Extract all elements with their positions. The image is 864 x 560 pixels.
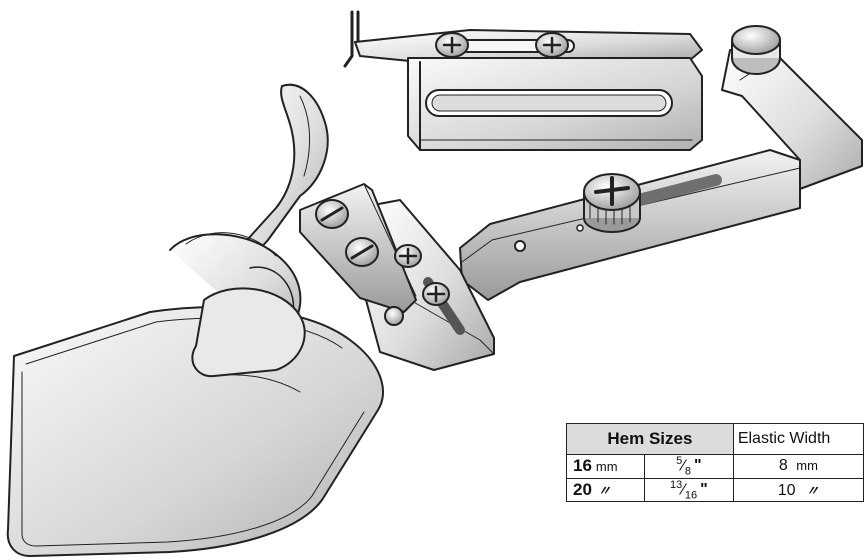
thumb-screw: [583, 173, 641, 233]
block-screw-top: [315, 199, 349, 229]
inch-mark: ": [694, 457, 702, 475]
inch-denominator: 8: [684, 465, 692, 478]
edge-guide-plate: [343, 10, 703, 151]
mm-value: 16: [573, 456, 592, 476]
upper-screw-left: [435, 32, 469, 58]
inch-cell: 13⁄16": [643, 477, 734, 503]
mm-value: 20: [573, 479, 592, 499]
mm-cell: 20 〃: [566, 477, 645, 503]
inch-denominator: 16: [684, 489, 698, 502]
table-header-row: Hem Sizes Elastic Width: [566, 423, 864, 455]
inch-slash: ⁄: [682, 457, 685, 475]
elastic-value: 8: [778, 457, 788, 475]
elastic-cell: 8 mm: [732, 454, 864, 479]
mm-unit: mm: [595, 459, 618, 475]
inner-scroll: [191, 287, 306, 393]
side-pin: [384, 306, 404, 326]
cross-screw-1: [394, 244, 422, 268]
inch-mark: ": [700, 480, 708, 498]
inch-numerator: 13: [669, 478, 683, 491]
mm-unit: 〃: [597, 482, 611, 498]
inch-slash: ⁄: [682, 480, 685, 498]
elastic-unit: 〃: [806, 482, 820, 498]
upper-screw-right: [535, 32, 569, 58]
elastic-value: 10: [777, 481, 796, 499]
table-row: 20 〃 13⁄16" 10 〃: [566, 477, 864, 503]
hem-sizes-header: Hem Sizes: [566, 423, 734, 455]
cross-screw-2: [422, 282, 450, 306]
inch-numerator: 5: [676, 455, 683, 467]
inch-cell: 5⁄8": [643, 454, 734, 479]
elastic-unit: mm: [796, 458, 818, 474]
block-screw-bottom: [345, 237, 379, 267]
elastic-width-header: Elastic Width: [732, 423, 864, 455]
pivot-knob: [731, 25, 781, 75]
elastic-cell: 10 〃: [732, 477, 864, 503]
